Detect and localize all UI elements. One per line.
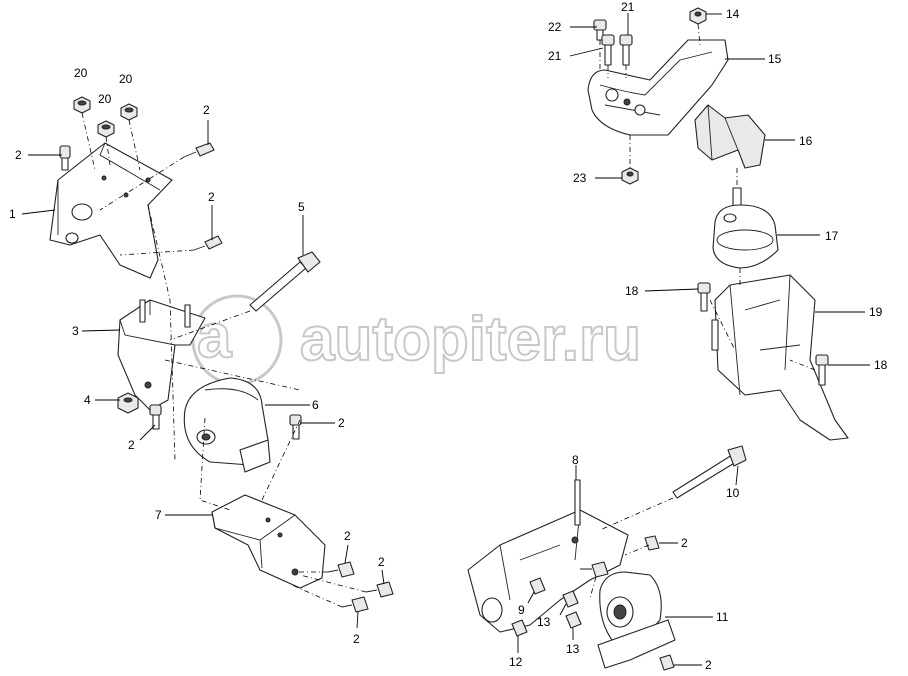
part-3-bracket [117,299,206,411]
callout-2: 2 [344,529,351,543]
watermark: a autopiter.ru [191,294,642,386]
callout-1: 1 [9,207,16,221]
part-2-bolts-right [591,535,675,671]
part-23-nut [621,167,639,185]
svg-text:a: a [197,302,232,371]
part-2-bolts-lower [327,561,394,613]
part-20-nuts [73,96,138,138]
callout-7: 7 [155,508,162,522]
part-5-through-bolt [249,251,321,312]
callout-2: 2 [353,632,360,646]
callout-4: 4 [84,393,91,407]
part-4-nut [117,392,139,414]
callout-2: 2 [203,103,210,117]
part-18-bolts [697,282,829,386]
callout-20: 20 [74,66,88,80]
callout-17: 17 [825,229,839,243]
part-21-22-bolts [593,19,633,66]
alignment-lines [81,23,816,608]
part-15-bracket [587,39,729,136]
part-11-mount [597,571,676,669]
leader-lines [21,13,870,666]
callout-10: 10 [726,486,740,500]
callout-23: 23 [573,171,587,185]
callout-2: 2 [338,416,345,430]
callout-9: 9 [518,603,525,617]
callout-2: 2 [378,555,385,569]
callout-2: 2 [681,536,688,550]
callout-labels: 1 2 2 2 5 20 20 20 3 4 2 6 2 7 2 2 2 22 … [9,0,888,672]
callout-3: 3 [72,324,79,338]
callout-20: 20 [98,92,112,106]
part-2-bolts-middle [149,404,302,440]
callout-2: 2 [15,148,22,162]
part-8-bracket [467,479,629,633]
callout-6: 6 [312,398,319,412]
part-17-mount [712,187,779,269]
callout-13: 13 [566,642,580,656]
part-10-through-bolt [672,445,747,499]
callout-12: 12 [509,655,523,669]
part-16-insulator [694,104,766,169]
part-7-bracket [211,494,326,589]
callout-19: 19 [869,305,883,319]
callout-18: 18 [625,284,639,298]
part-6-mount [183,377,271,473]
callout-15: 15 [768,52,782,66]
callout-14: 14 [726,7,740,21]
callout-22: 22 [548,20,562,34]
part-9-12-13-fasteners [511,577,582,637]
callout-5: 5 [298,200,305,214]
callout-8: 8 [572,453,579,467]
callout-2: 2 [128,438,135,452]
callout-21: 21 [621,0,635,14]
callout-20: 20 [119,72,133,86]
part-14-nut [689,7,707,25]
callout-21: 21 [548,49,562,63]
part-19-bracket [711,274,849,441]
callout-11: 11 [716,610,729,624]
callout-16: 16 [799,134,813,148]
callout-2: 2 [705,658,712,672]
callout-2: 2 [208,190,215,204]
part-2-bolts-upper [59,142,223,251]
part-1-bracket [49,142,173,279]
callout-18: 18 [874,358,888,372]
watermark-text: autopiter.ru [300,305,641,374]
callout-13: 13 [537,615,551,629]
